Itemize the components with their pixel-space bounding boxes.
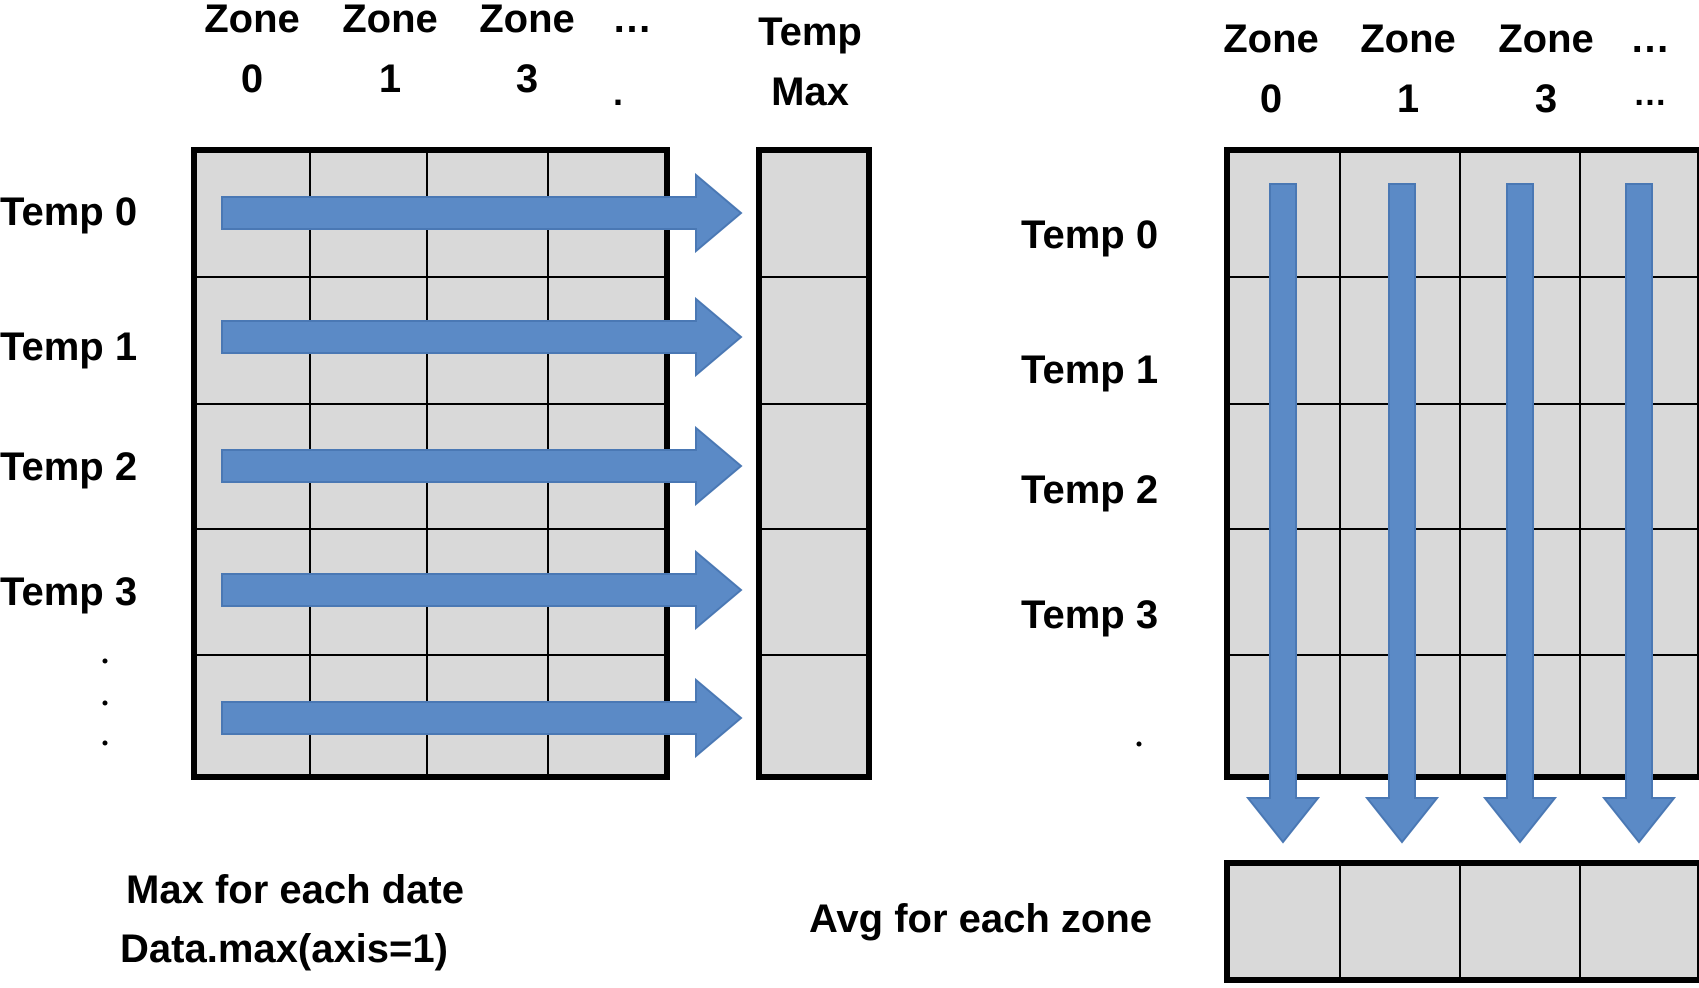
left-row-label-0: Temp 0	[0, 190, 137, 234]
ellipsis-dot	[102, 740, 108, 746]
right-col-header-1-line2: 1	[1397, 77, 1419, 121]
avg-row	[1224, 860, 1699, 983]
left-continuation-dots	[102, 658, 108, 746]
down-arrow-icon	[1245, 183, 1321, 844]
right-panel: Zone 0 Zone 1 Zone 3 … … Temp 0 Temp 1 T…	[809, 17, 1699, 983]
left-col-header-1-line1: Zone	[342, 0, 438, 41]
column-arrows	[1245, 183, 1677, 844]
left-caption-line2: Data.max(axis=1)	[120, 927, 448, 971]
right-row-label-2: Temp 2	[1021, 468, 1158, 512]
left-row-label-2: Temp 2	[0, 445, 137, 489]
temp-max-header-line1: Temp	[758, 10, 862, 54]
temp-max-column	[756, 147, 872, 780]
avg-row-frame	[1224, 860, 1699, 983]
down-arrow-icon	[1601, 183, 1677, 844]
left-row-label-3: Temp 3	[0, 570, 137, 614]
ellipsis-dot	[1136, 741, 1142, 747]
ellipsis-dot	[102, 658, 108, 664]
right-arrow-icon	[221, 172, 743, 254]
left-col-header-2-line2: 3	[516, 57, 538, 101]
ellipsis-dot	[102, 700, 108, 706]
right-col-header-0-line1: Zone	[1223, 17, 1319, 61]
left-row-label-1: Temp 1	[0, 325, 137, 369]
left-col-header-3-line2: .	[613, 72, 623, 113]
left-col-header-0-line2: 0	[241, 57, 263, 101]
down-arrow-icon	[1482, 183, 1558, 844]
right-row-label-3: Temp 3	[1021, 593, 1158, 637]
row-arrows	[221, 172, 743, 759]
right-col-header-3-line1: …	[1630, 17, 1670, 61]
right-row-label-1: Temp 1	[1021, 348, 1158, 392]
left-col-header-1-line2: 1	[379, 57, 401, 101]
right-col-header-2-line1: Zone	[1498, 17, 1594, 61]
right-col-header-3-line2: …	[1633, 75, 1667, 113]
right-arrow-icon	[221, 425, 743, 507]
left-col-header-3-line1: …	[612, 0, 652, 41]
right-arrow-icon	[221, 677, 743, 759]
right-arrow-icon	[221, 549, 743, 631]
left-caption-line1: Max for each date	[126, 868, 464, 912]
temp-max-header-line2: Max	[771, 70, 849, 114]
right-grid-frame	[1224, 147, 1699, 780]
right-col-header-2-line2: 3	[1535, 77, 1557, 121]
left-col-header-2-line1: Zone	[479, 0, 575, 41]
right-col-header-1-line1: Zone	[1360, 17, 1456, 61]
temp-max-frame	[756, 147, 872, 780]
right-caption: Avg for each zone	[809, 897, 1152, 941]
right-col-header-0-line2: 0	[1260, 77, 1282, 121]
right-arrow-icon	[221, 296, 743, 378]
down-arrow-icon	[1364, 183, 1440, 844]
right-row-label-0: Temp 0	[1021, 213, 1158, 257]
left-col-header-0-line1: Zone	[204, 0, 300, 41]
right-data-grid	[1224, 147, 1699, 780]
left-panel: Zone 0 Zone 1 Zone 3 … . Temp Max	[0, 0, 872, 971]
